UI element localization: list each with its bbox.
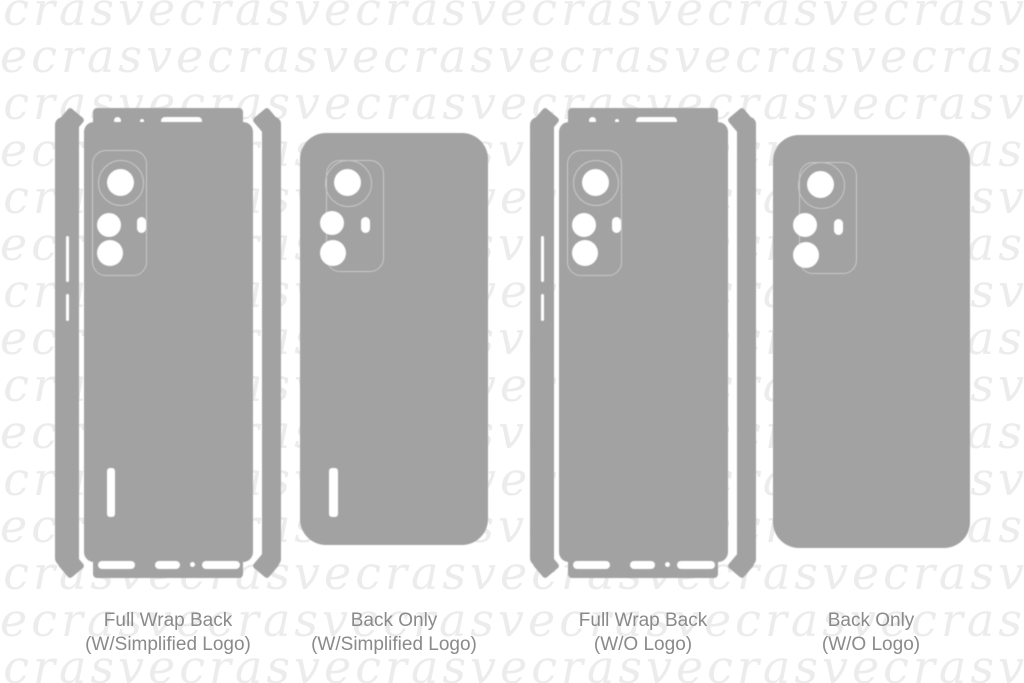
left-wrap-flap bbox=[530, 117, 554, 566]
ultrawide-lens-cutout bbox=[572, 213, 596, 237]
top-speaker-slot-cutout bbox=[161, 117, 202, 125]
usb-port-cutout bbox=[630, 561, 655, 569]
macro-lens-cutout bbox=[572, 240, 598, 266]
top-mic-hole-cutout bbox=[140, 119, 144, 123]
watermark-row: VECRASVECRASVECRASVECRASVECRASVECRASVECR… bbox=[0, 29, 1024, 83]
bottom-speaker-cutout bbox=[98, 561, 135, 569]
top-speaker-slot-cutout bbox=[636, 117, 677, 125]
flash-cutout bbox=[612, 217, 621, 233]
right-wrap-flap bbox=[737, 117, 756, 566]
main-camera-lens-cutout bbox=[582, 169, 609, 196]
template-full-wrap-simplified-logo bbox=[55, 106, 281, 580]
caption-line-1: Back Only bbox=[827, 610, 915, 631]
bottom-speaker-cutout bbox=[573, 561, 610, 569]
top-sensor-hole-cutout bbox=[114, 117, 121, 124]
camera-module-outline bbox=[92, 150, 147, 276]
caption-line-2: (W/O Logo) bbox=[593, 634, 693, 655]
volume-button-score-cutout bbox=[541, 236, 544, 282]
right-wrap-flap bbox=[262, 117, 281, 566]
ultrawide-lens-cutout bbox=[320, 211, 344, 235]
main-camera-ring-outline bbox=[798, 162, 845, 209]
caption-full-wrap-simplified-logo: Full Wrap Back (W/Simplified Logo) bbox=[48, 609, 288, 657]
caption-back-only-no-logo: Back Only (W/O Logo) bbox=[751, 609, 991, 657]
template-back-only-simplified-logo bbox=[300, 133, 488, 545]
bottom-grille-cutout bbox=[202, 561, 240, 569]
main-camera-ring-outline bbox=[98, 160, 144, 206]
caption-line-1: Full Wrap Back bbox=[578, 610, 708, 631]
caption-line-2: (W/Simplified Logo) bbox=[85, 634, 251, 655]
flash-cutout bbox=[834, 219, 843, 235]
main-camera-ring-outline bbox=[325, 160, 372, 207]
caption-full-wrap-no-logo: Full Wrap Back (W/O Logo) bbox=[523, 609, 763, 657]
bottom-mic-hole-cutout bbox=[190, 562, 195, 567]
watermark-row: VECRASVECRASVECRASVECRASVECRASVECRASVECR… bbox=[0, 0, 1024, 36]
top-sensor-hole-cutout bbox=[589, 117, 596, 124]
macro-lens-cutout bbox=[793, 242, 819, 268]
template-full-wrap-no-logo bbox=[530, 106, 756, 580]
caption-line-1: Back Only bbox=[350, 610, 438, 631]
usb-port-cutout bbox=[155, 561, 180, 569]
volume-button-score-cutout bbox=[66, 236, 69, 282]
flash-cutout bbox=[361, 217, 370, 233]
caption-back-only-simplified-logo: Back Only (W/Simplified Logo) bbox=[274, 609, 514, 657]
simplified-logo-cutout bbox=[107, 468, 115, 517]
macro-lens-cutout bbox=[320, 240, 346, 266]
flash-cutout bbox=[137, 217, 146, 233]
main-camera-lens-cutout bbox=[334, 169, 361, 196]
caption-line-2: (W/O Logo) bbox=[821, 634, 921, 655]
bottom-mic-hole-cutout bbox=[665, 562, 670, 567]
watermark-row: VECRASVECRASVECRASVECRASVECRASVECRASVECR… bbox=[0, 593, 1024, 647]
ultrawide-lens-cutout bbox=[97, 213, 121, 237]
ultrawide-lens-cutout bbox=[793, 213, 817, 237]
simplified-logo-cutout bbox=[329, 468, 338, 517]
power-button-score-cutout bbox=[541, 294, 544, 321]
power-button-score-cutout bbox=[66, 294, 69, 321]
macro-lens-cutout bbox=[97, 240, 123, 266]
main-camera-lens-cutout bbox=[107, 169, 134, 196]
main-camera-ring-outline bbox=[573, 160, 619, 206]
caption-line-2: (W/Simplified Logo) bbox=[311, 634, 477, 655]
caption-line-1: Full Wrap Back bbox=[103, 610, 233, 631]
top-mic-hole-cutout bbox=[615, 119, 619, 123]
bottom-grille-cutout bbox=[677, 561, 715, 569]
left-wrap-flap bbox=[55, 117, 79, 566]
watermark-row: VECRASVECRASVECRASVECRASVECRASVECRASVECR… bbox=[0, 640, 1024, 683]
main-camera-lens-cutout bbox=[807, 171, 834, 198]
template-back-only-no-logo bbox=[773, 135, 970, 548]
camera-module-outline bbox=[567, 150, 622, 276]
